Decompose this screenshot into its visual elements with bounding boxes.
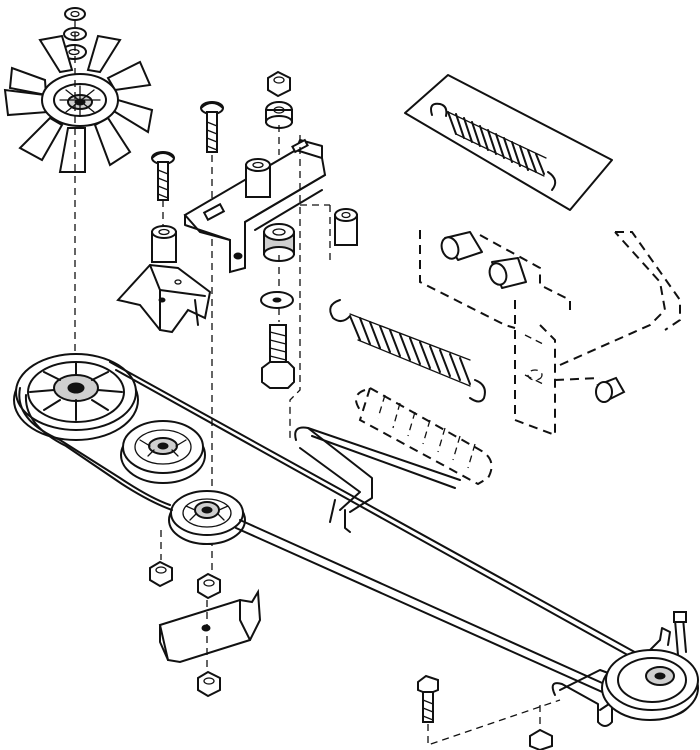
mounting-plate-bracket: [183, 138, 327, 274]
rear-bolt-axis: [427, 699, 561, 746]
transaxle-driven-pulley: [601, 649, 699, 721]
extension-spring-small: [430, 102, 557, 191]
idler-bracket-upper: [116, 263, 212, 334]
hex-bolt-center: [261, 324, 295, 389]
spacer-leader: [300, 204, 331, 260]
idler-pulley-upper: [120, 420, 206, 484]
hex-nut-bottom-center: [197, 572, 221, 600]
washer-top-right: [265, 101, 293, 129]
nut-top-right: [267, 70, 291, 98]
drive-belt: [18, 361, 693, 717]
bushing-cap-right: [595, 376, 626, 403]
washer-flat-center: [260, 291, 294, 309]
carriage-bolt-left: [151, 151, 175, 201]
extension-spring-main: [329, 299, 486, 403]
phantom-bushing-1: [440, 231, 483, 261]
belt-guide-rod: [294, 426, 461, 533]
carriage-bolt-center: [200, 101, 224, 153]
idler-bracket-lower: [158, 588, 262, 664]
spacer-right-loose: [334, 208, 358, 246]
plate-stud-line: [289, 135, 301, 440]
hex-nut-bottom-left: [149, 560, 173, 588]
spacer-on-plate: [245, 158, 271, 198]
hex-nut-rear-guide: [529, 728, 553, 750]
hex-bolt-rear-guide: [417, 674, 439, 723]
snap-ring-top: [64, 7, 86, 21]
cooling-fan: [3, 34, 154, 173]
spring-inset-box: [404, 74, 613, 211]
threaded-bushing: [263, 223, 295, 262]
hex-nut-bottom: [197, 670, 221, 698]
idler-pulley-lower: [168, 490, 246, 545]
spacer-bushing-left: [151, 225, 177, 263]
engine-drive-pulley: [13, 353, 139, 441]
phantom-bracket-right: [419, 230, 681, 437]
phantom-bushing-2: [488, 257, 527, 289]
phantom-spring: [355, 386, 493, 486]
